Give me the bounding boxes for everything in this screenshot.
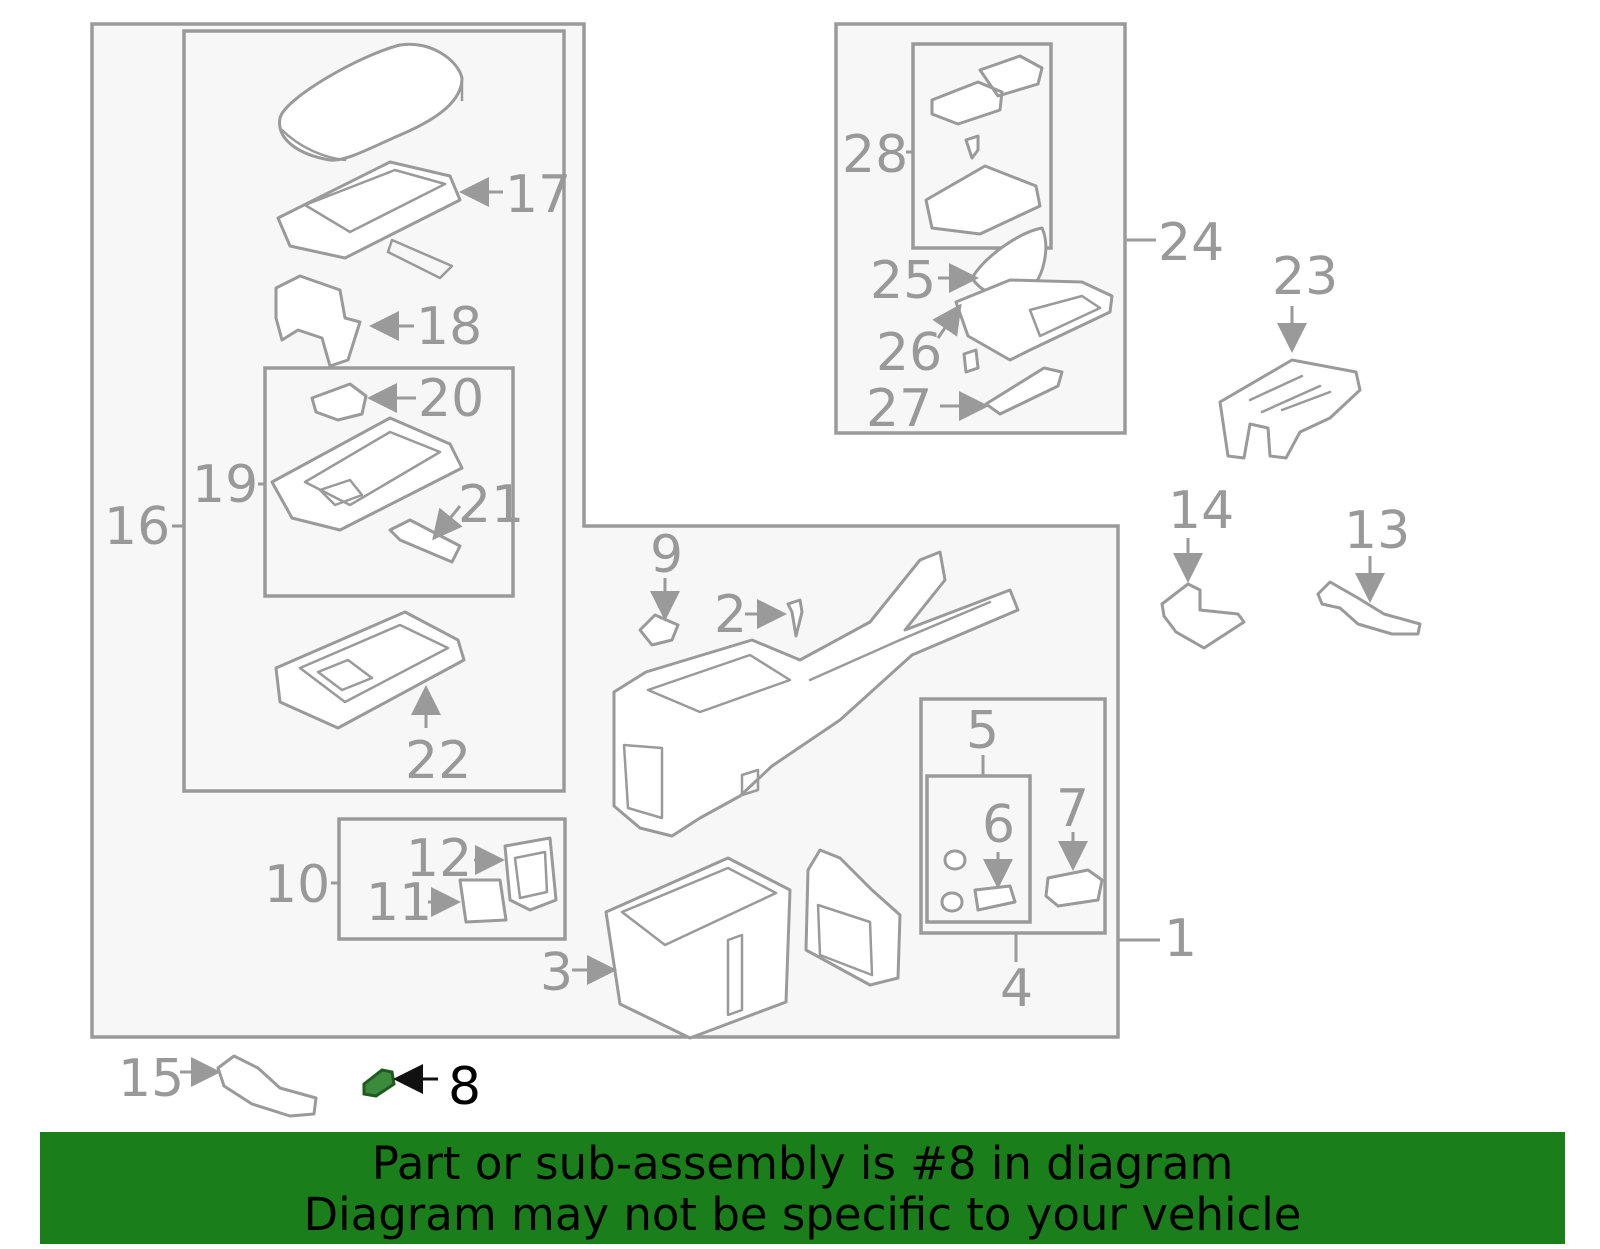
lid-base-19 bbox=[270, 416, 464, 532]
clip-20 bbox=[310, 382, 368, 422]
latch-bracket-18 bbox=[274, 274, 362, 368]
callout-22: 22 bbox=[405, 731, 471, 791]
bracket-13 bbox=[1316, 580, 1422, 636]
callout-12: 12 bbox=[406, 829, 472, 889]
shift-panel-26-detail bbox=[1028, 294, 1102, 338]
shift-indicator-23-detail bbox=[1248, 374, 1332, 414]
shift-knob-28 bbox=[964, 134, 980, 160]
trim-27 bbox=[984, 366, 1064, 416]
console-body bbox=[612, 550, 1020, 838]
callout-26: 26 bbox=[876, 323, 942, 383]
callout-8: 8 bbox=[448, 1057, 481, 1117]
callout-6: 6 bbox=[982, 795, 1015, 855]
socket-cap-6 bbox=[940, 849, 967, 913]
callout-20: 20 bbox=[418, 369, 484, 429]
callout-4: 4 bbox=[1000, 959, 1033, 1019]
lid-base-group-frame bbox=[263, 366, 515, 598]
leader-26 bbox=[932, 303, 962, 339]
armrest-lid bbox=[278, 42, 464, 162]
socket-group-frame bbox=[925, 774, 1032, 924]
cup-insert-11 bbox=[458, 878, 508, 924]
callout-10: 10 bbox=[264, 855, 330, 915]
strip-21 bbox=[388, 518, 462, 564]
callout-18: 18 bbox=[416, 297, 482, 357]
cup-holder-12-detail bbox=[513, 850, 549, 900]
callout-5: 5 bbox=[966, 701, 999, 761]
storage-bin-3-detail bbox=[620, 866, 778, 1017]
callout-21: 21 bbox=[458, 475, 524, 535]
shift-indicator-23 bbox=[1218, 358, 1362, 460]
storage-bin-3 bbox=[604, 856, 792, 1040]
accessory-group-frame bbox=[919, 697, 1107, 935]
armrest-frame-17-detail bbox=[303, 168, 454, 280]
cup-holder-group-frame bbox=[337, 817, 567, 941]
armrest-lid-edge bbox=[280, 80, 464, 162]
callout-27: 27 bbox=[866, 379, 932, 439]
main-assembly-frame bbox=[90, 22, 1120, 1039]
screw-2 bbox=[786, 598, 804, 638]
shift-base-28 bbox=[924, 164, 1042, 236]
lighter-7 bbox=[1044, 868, 1104, 908]
callout-19: 19 bbox=[192, 455, 258, 515]
bracket-14 bbox=[1160, 582, 1246, 650]
highlighted-part-8 bbox=[362, 1068, 396, 1098]
base-tray-22-detail bbox=[298, 623, 450, 704]
banner-line-2: Diagram may not be specific to your vehi… bbox=[303, 1188, 1302, 1241]
callout-3: 3 bbox=[540, 943, 573, 1003]
console-bezel-detail bbox=[816, 903, 874, 977]
callout-24: 24 bbox=[1158, 213, 1224, 273]
base-tray-22 bbox=[274, 610, 466, 730]
callout-11: 11 bbox=[366, 873, 432, 933]
callout-16: 16 bbox=[104, 497, 170, 557]
callout-2: 2 bbox=[714, 585, 747, 645]
callout-13: 13 bbox=[1344, 501, 1410, 561]
callout-17: 17 bbox=[505, 165, 571, 225]
console-body-detail bbox=[622, 600, 992, 820]
callout-23: 23 bbox=[1272, 247, 1338, 307]
callout-7: 7 bbox=[1056, 779, 1089, 839]
leader-21 bbox=[432, 505, 463, 541]
lid-base-19-detail bbox=[303, 430, 442, 507]
clip-26 bbox=[962, 348, 980, 374]
cup-holder-12 bbox=[503, 836, 558, 912]
armrest-group-frame bbox=[182, 29, 566, 793]
callout-25: 25 bbox=[870, 251, 936, 311]
callout-14: 14 bbox=[1168, 481, 1234, 541]
callout-9: 9 bbox=[650, 525, 683, 585]
bracket-15 bbox=[216, 1054, 318, 1118]
callout-15: 15 bbox=[118, 1049, 184, 1109]
shift-cap-28 bbox=[930, 54, 1044, 126]
shift-cover-group-frame bbox=[911, 42, 1053, 250]
info-banner: Part or sub-assembly is #8 in diagram Di… bbox=[40, 1132, 1565, 1244]
callout-28: 28 bbox=[842, 125, 908, 185]
callout-1: 1 bbox=[1164, 909, 1197, 969]
banner-line-1: Part or sub-assembly is #8 in diagram bbox=[371, 1137, 1234, 1190]
